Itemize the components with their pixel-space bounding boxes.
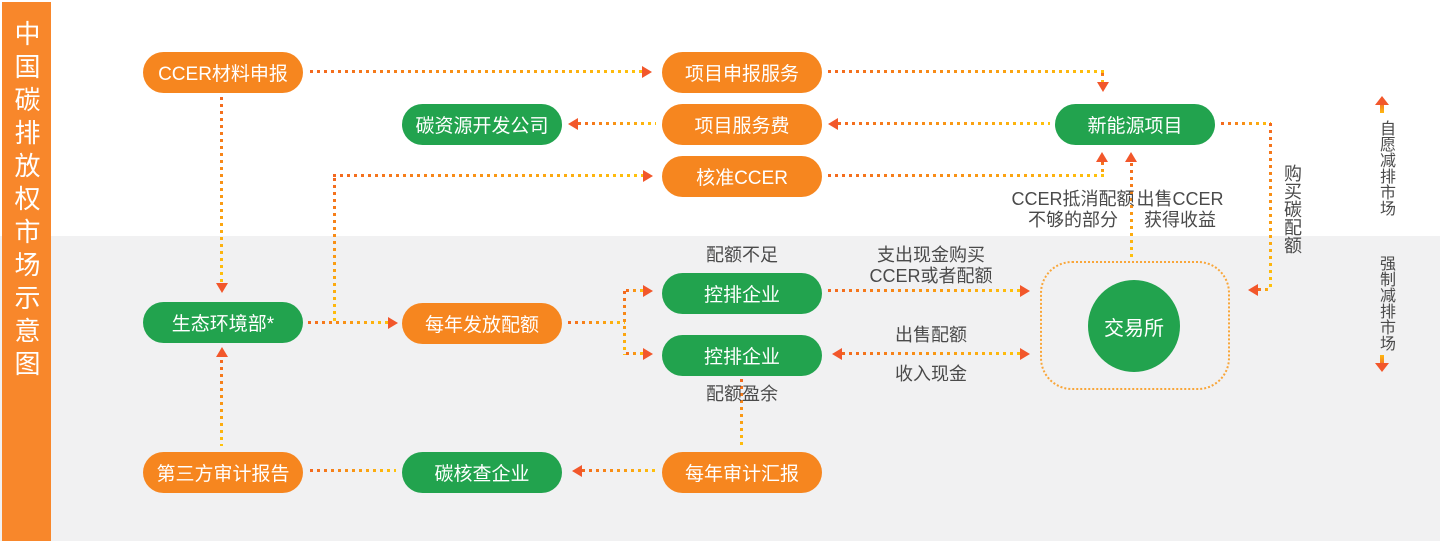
- arrowhead: [1248, 284, 1258, 296]
- node-moee: 生态环境部*: [143, 302, 303, 343]
- line-moee-branch-up: [333, 178, 336, 324]
- node-exchange: 交易所: [1088, 280, 1180, 372]
- arrowhead: [216, 283, 228, 293]
- arrowhead: [1096, 152, 1108, 162]
- arrowhead: [572, 465, 582, 477]
- node-third-party: 第三方审计报告: [143, 452, 303, 493]
- label-quota-surplus: 配额盈余: [706, 384, 778, 404]
- arrowhead: [828, 118, 838, 130]
- line-new-energy-to-project-fee: [838, 122, 1050, 125]
- line-verify-to-third-party: [310, 469, 396, 472]
- arrowhead: [388, 317, 398, 329]
- label-buy-quota: 购买碳配额: [1282, 164, 1302, 254]
- arrowhead: [1020, 285, 1030, 297]
- label-sell-ccer: 出售CCER 获得收益: [1136, 189, 1224, 230]
- line-approve-ccer-to-new-energy-v: [1101, 162, 1104, 176]
- node-new-energy: 新能源项目: [1055, 104, 1215, 145]
- line-annual-audit-to-verify: [582, 469, 656, 472]
- line-quota-split: [623, 291, 626, 355]
- arrowhead: [1097, 82, 1109, 92]
- node-project-apply: 项目申报服务: [662, 52, 822, 93]
- label-sell-quota: 出售配额: [895, 325, 967, 345]
- line-enterprise2-to-annual-audit: [740, 379, 743, 449]
- line-new-energy-to-exchange-h2: [1258, 288, 1270, 291]
- label-ccer-offset: CCER抵消配额 不够的部分: [1011, 189, 1135, 230]
- arrowhead: [216, 347, 228, 357]
- arrowhead: [1020, 348, 1030, 360]
- line-enterprise2-exchange-bidir: [842, 352, 1020, 355]
- line-quota-to-enterprise2: [626, 352, 643, 355]
- label-voluntary-market: 自愿减排市场: [1377, 120, 1394, 216]
- line-quota-to-enterprise1: [626, 289, 643, 292]
- arrowhead: [832, 348, 842, 360]
- node-verify-company: 碳核查企业: [402, 452, 562, 493]
- node-ccer-material: CCER材料申报: [143, 52, 303, 93]
- node-enterprise-short: 控排企业: [662, 273, 822, 314]
- node-annual-quota: 每年发放配额: [402, 303, 562, 344]
- down-arrow-icon: [1374, 355, 1389, 372]
- line-new-energy-to-exchange-v: [1269, 123, 1272, 289]
- exchange-dashed-border: [1040, 261, 1230, 390]
- label-mandatory-market: 强制减排市场: [1377, 255, 1394, 351]
- arrowhead: [568, 118, 578, 130]
- diagram-title: 中国碳排放权市场示意图: [11, 20, 41, 383]
- line-new-energy-to-exchange-h1: [1221, 122, 1271, 125]
- line-project-apply-to-new-energy-v: [1101, 73, 1104, 82]
- arrowhead: [1125, 152, 1137, 162]
- line-ccer-material-to-project-apply: [310, 70, 642, 73]
- node-carbon-dev: 碳资源开发公司: [402, 104, 562, 145]
- arrowhead: [643, 348, 653, 360]
- arrowhead: [643, 285, 653, 297]
- arrowhead: [643, 170, 653, 182]
- line-exchange-to-new-energy: [1130, 163, 1133, 259]
- node-approve-ccer: 核准CCER: [662, 156, 822, 197]
- up-arrow-icon: [1374, 96, 1389, 113]
- line-project-apply-to-new-energy-h: [828, 70, 1104, 73]
- line-third-party-to-moee: [220, 360, 223, 446]
- node-enterprise-surplus: 控排企业: [662, 335, 822, 376]
- line-approve-ccer-to-new-energy-h: [828, 174, 1104, 177]
- line-enterprise1-to-exchange: [828, 289, 1020, 292]
- diagram-title-bar: 中国碳排放权市场示意图: [2, 2, 51, 541]
- label-quota-short: 配额不足: [706, 245, 778, 265]
- node-annual-audit: 每年审计汇报: [662, 452, 822, 493]
- line-project-fee-to-carbon-dev: [578, 122, 656, 125]
- node-project-fee: 项目服务费: [662, 104, 822, 145]
- line-branch-to-approve-ccer: [333, 174, 643, 177]
- line-moee-to-annual-quota: [308, 321, 388, 324]
- line-ccer-material-to-moee: [220, 97, 223, 283]
- label-pay-cash: 支出现金购买 CCER或者配额: [869, 245, 993, 286]
- line-annual-quota-out: [568, 321, 625, 324]
- arrowhead: [642, 66, 652, 78]
- label-income-cash: 收入现金: [895, 364, 967, 384]
